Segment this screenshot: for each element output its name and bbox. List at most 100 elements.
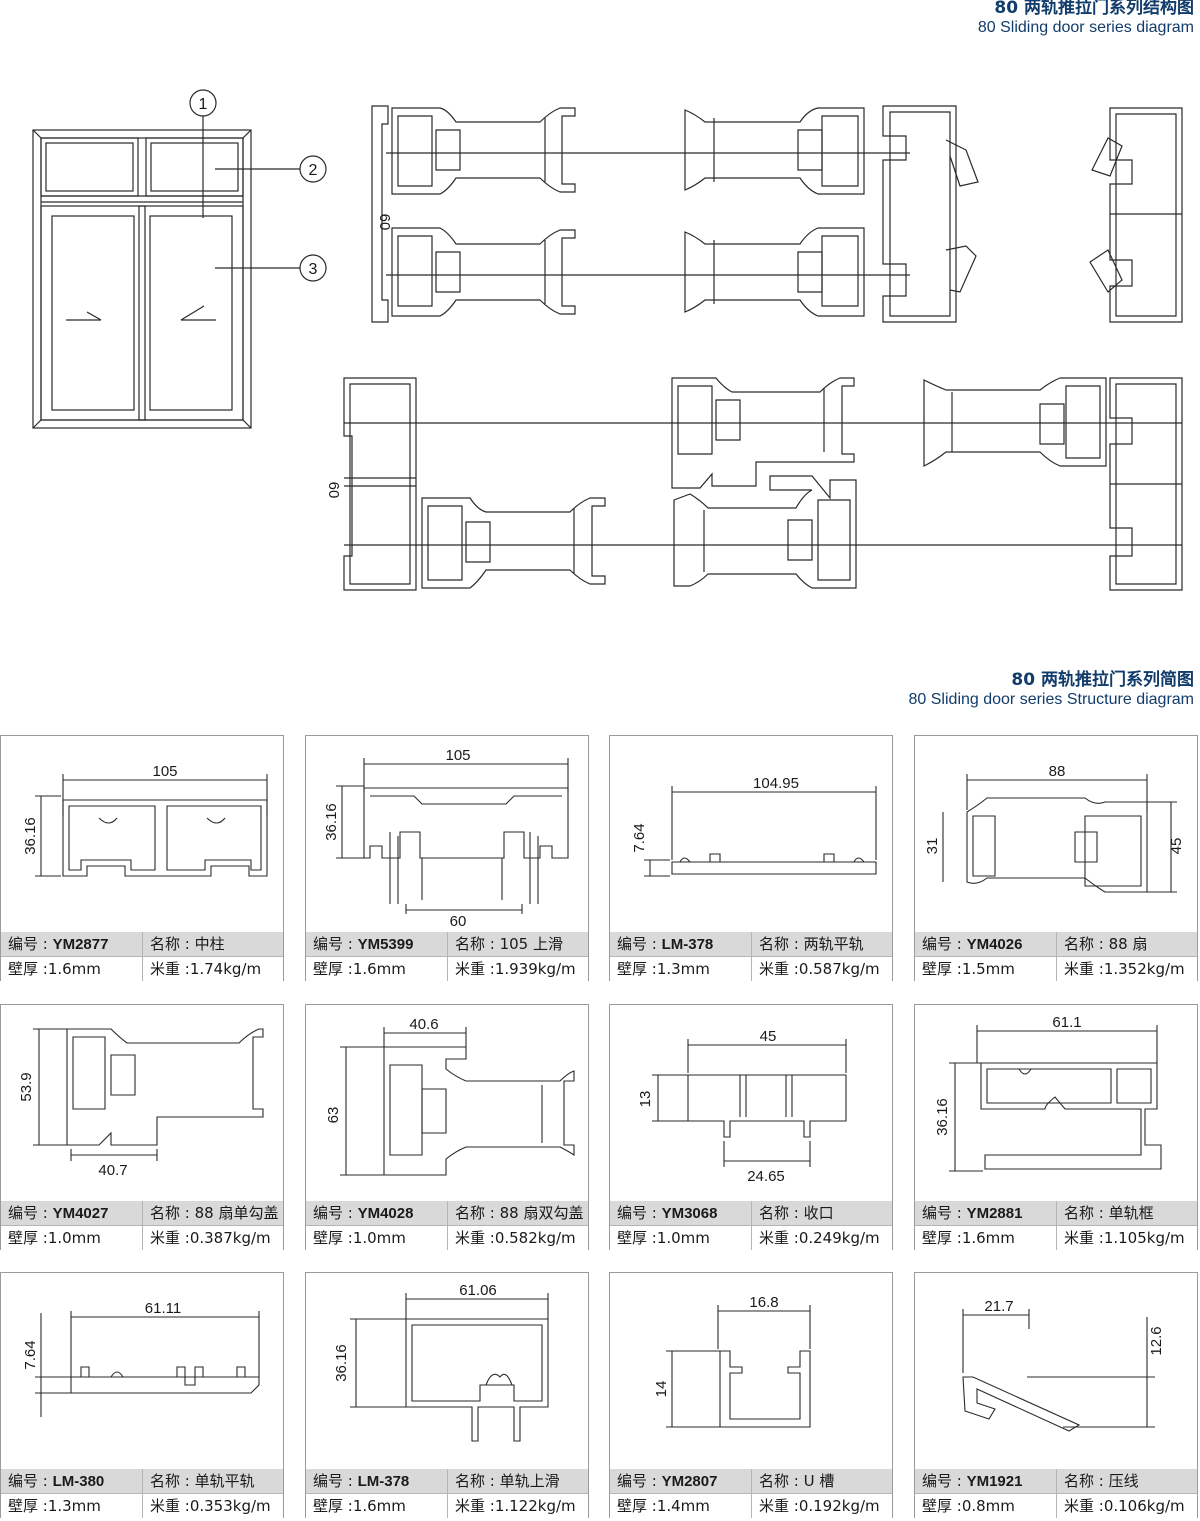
profile-weight: 1.352kg/m	[1103, 960, 1185, 978]
profile-name: 105 上滑	[499, 935, 563, 953]
dim-height: 12.6	[1148, 1326, 1165, 1355]
dim-width: 104.95	[753, 775, 799, 792]
weight-label: 米重 :	[455, 1497, 495, 1515]
dim-right: 45	[1168, 838, 1185, 855]
dim-width: 21.7	[984, 1298, 1013, 1315]
profile-name: 单轨上滑	[499, 1472, 560, 1490]
name-cell: 名称 : 两轨平轨	[751, 932, 892, 956]
dim-width: 40.6	[409, 1016, 438, 1033]
name-cell: 名称 : 88 扇	[1056, 932, 1197, 956]
profile-info: 编号 : YM4027 名称 : 88 扇单勾盖 壁厚 :1.0mm 米重 :0…	[1, 1201, 283, 1250]
wall-cell: 壁厚 :1.6mm	[915, 1226, 1056, 1250]
callout-2: 2	[309, 162, 318, 179]
dim-top-60: 60	[376, 214, 393, 231]
name-cell: 名称 : 105 上滑	[447, 932, 588, 956]
door-elevation	[32, 89, 327, 429]
code-label: 编号 :	[313, 935, 358, 953]
profile-wall: 1.0mm	[352, 1229, 406, 1247]
dim-height: 7.64	[631, 823, 648, 852]
name-label: 名称 :	[1064, 1472, 1109, 1490]
weight-cell: 米重 :0.582kg/m	[447, 1226, 588, 1250]
profile-code: YM2807	[661, 1473, 718, 1490]
profile-info: 编号 : YM1921 名称 : 压线 壁厚 :0.8mm 米重 :0.106k…	[915, 1469, 1197, 1518]
profile-drawing: 105 36.16	[22, 763, 268, 877]
profile-drawing: 61.11 7.64	[22, 1300, 260, 1417]
profile-weight: 1.122kg/m	[494, 1497, 576, 1515]
profile-name: 88 扇	[1108, 935, 1148, 953]
dim-bottom-60: 60	[325, 482, 342, 499]
profile-weight: 0.106kg/m	[1103, 1497, 1185, 1515]
name-label: 名称 :	[1064, 935, 1109, 953]
code-cell: 编号 : YM2807	[610, 1469, 751, 1493]
weight-label: 米重 :	[1064, 960, 1104, 978]
code-cell: 编号 : LM-378	[610, 932, 751, 956]
profile-wall: 1.5mm	[961, 960, 1015, 978]
profile-name: 单轨平轨	[194, 1472, 255, 1490]
code-cell: 编号 : LM-378	[306, 1469, 447, 1493]
dim-width: 45	[760, 1028, 777, 1045]
name-label: 名称 :	[150, 1472, 195, 1490]
code-cell: 编号 : YM4026	[915, 932, 1056, 956]
title-cn: 80 两轨推拉门系列结构图	[994, 0, 1194, 18]
profile-name: 88 扇单勾盖	[194, 1204, 279, 1222]
profile-card: 53.9 40.7 编号 : YM4027 名称 : 88 扇单勾盖 壁厚 :1…	[0, 1004, 284, 1250]
dim-width: 61.1	[1052, 1014, 1081, 1031]
wall-cell: 壁厚 :1.6mm	[1, 957, 142, 981]
profile-weight: 0.582kg/m	[494, 1229, 576, 1247]
wall-label: 壁厚 :	[313, 1497, 353, 1515]
wall-label: 壁厚 :	[922, 1497, 962, 1515]
profile-drawing: 53.9 40.7	[18, 1028, 264, 1179]
bottom-cross-section	[343, 377, 1183, 591]
code-label: 编号 :	[313, 1204, 358, 1222]
dim-left: 31	[924, 838, 941, 855]
profile-code: YM5399	[357, 936, 414, 953]
code-label: 编号 :	[617, 1204, 662, 1222]
profile-card: 16.8 14 编号 : YM2807 名称 : U 槽 壁厚 :1.4mm 米…	[609, 1272, 893, 1518]
wall-cell: 壁厚 :1.3mm	[1, 1494, 142, 1518]
profile-wall: 0.8mm	[961, 1497, 1015, 1515]
profile-info: 编号 : YM3068 名称 : 收口 壁厚 :1.0mm 米重 :0.249k…	[610, 1201, 892, 1250]
profile-code: YM4027	[52, 1205, 109, 1222]
profile-name: 88 扇双勾盖	[499, 1204, 584, 1222]
name-label: 名称 :	[455, 1204, 500, 1222]
profile-code: LM-378	[661, 936, 714, 953]
profile-wall: 1.4mm	[656, 1497, 710, 1515]
profile-wall: 1.0mm	[656, 1229, 710, 1247]
profile-card: 40.6 63 编号 : YM4028 名称 : 88 扇双勾盖 壁厚 :1.0…	[305, 1004, 589, 1250]
profile-weight: 0.353kg/m	[189, 1497, 271, 1515]
dim-width: 61.11	[145, 1300, 181, 1317]
dim-inner: 24.65	[747, 1168, 785, 1185]
title-cn: 80 两轨推拉门系列简图	[1011, 670, 1194, 690]
weight-label: 米重 :	[455, 960, 495, 978]
wall-label: 壁厚 :	[8, 1497, 48, 1515]
wall-cell: 壁厚 :1.0mm	[306, 1226, 447, 1250]
profile-card: 61.1 36.16 编号 : YM2881 名称 : 单轨框 壁厚 :1.6m…	[914, 1004, 1198, 1250]
callout-1: 1	[199, 96, 208, 113]
profile-code: YM4028	[357, 1205, 414, 1222]
name-label: 名称 :	[150, 1204, 195, 1222]
profile-info: 编号 : YM2877 名称 : 中柱 壁厚 :1.6mm 米重 :1.74kg…	[1, 932, 283, 981]
callout-3: 3	[309, 261, 318, 278]
wall-label: 壁厚 :	[617, 1229, 657, 1247]
weight-label: 米重 :	[1064, 1229, 1104, 1247]
profile-weight: 1.105kg/m	[1103, 1229, 1185, 1247]
profile-name: 收口	[803, 1204, 834, 1222]
code-cell: 编号 : YM4027	[1, 1201, 142, 1225]
name-cell: 名称 : U 槽	[751, 1469, 892, 1493]
weight-label: 米重 :	[759, 1497, 799, 1515]
dim-height: 36.16	[934, 1098, 951, 1136]
code-cell: 编号 : YM1921	[915, 1469, 1056, 1493]
dim-height: 36.16	[22, 817, 39, 855]
weight-cell: 米重 :0.587kg/m	[751, 957, 892, 981]
weight-label: 米重 :	[759, 1229, 799, 1247]
code-cell: 编号 : YM4028	[306, 1201, 447, 1225]
profile-drawing: 40.6 63	[325, 1016, 575, 1176]
name-cell: 名称 : 压线	[1056, 1469, 1197, 1493]
structure-diagram-title: 80 两轨推拉门系列结构图 80 Sliding door series dia…	[978, 0, 1194, 38]
wall-cell: 壁厚 :1.4mm	[610, 1494, 751, 1518]
code-cell: 编号 : YM3068	[610, 1201, 751, 1225]
dim-width: 88	[1049, 763, 1066, 780]
profile-weight: 0.587kg/m	[798, 960, 880, 978]
dim-height: 53.9	[18, 1072, 35, 1101]
profile-drawing: 45 13 24.65	[637, 1028, 847, 1185]
